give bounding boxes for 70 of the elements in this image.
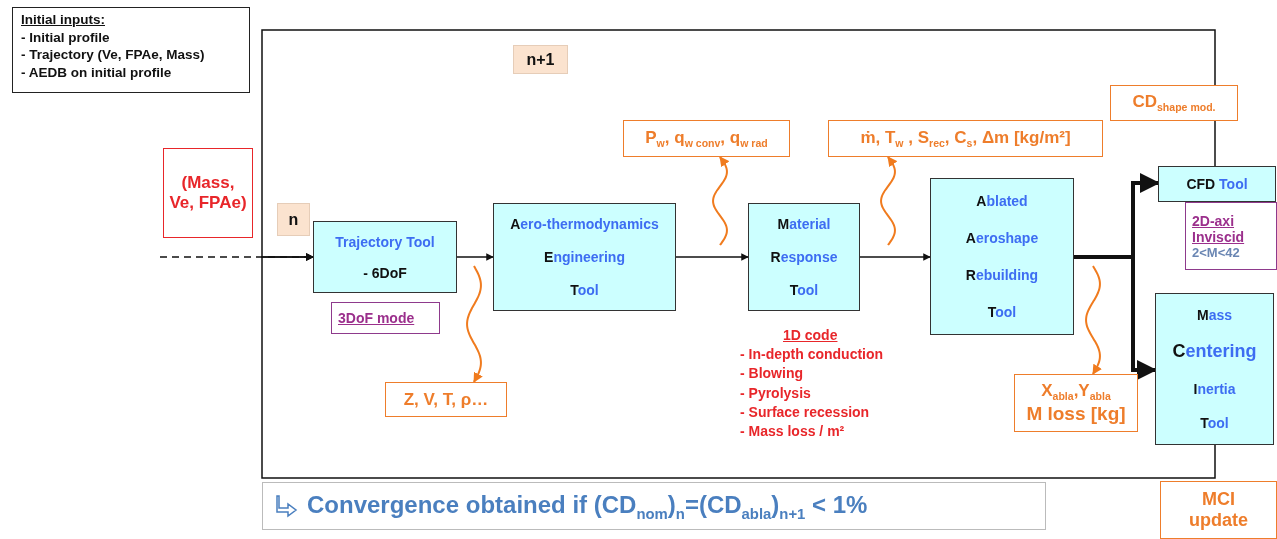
mode-box xyxy=(331,302,440,334)
node-label: Tool xyxy=(789,281,819,298)
output-box xyxy=(1014,374,1138,432)
node-label: MCI update xyxy=(1188,489,1249,531)
node-label: Tool xyxy=(987,303,1017,320)
wavy-arrow xyxy=(466,265,483,383)
iteration-tag xyxy=(277,203,310,236)
node-label: Rebuilding xyxy=(965,266,1039,283)
tool-box xyxy=(930,178,1074,335)
arrow xyxy=(261,253,1216,479)
node-label: P$_{w}$, q$_{w conv}$, q$_{w rad}$ xyxy=(645,127,768,150)
node-label: - Trajectory (Ve, FPAe, Mass) xyxy=(21,46,206,64)
node-label: 2<M<42 xyxy=(1192,244,1240,260)
note-item: - Mass loss / m² xyxy=(740,421,845,441)
node-label: Aeroshape xyxy=(965,230,1039,247)
note-item: - Blowing xyxy=(740,364,803,384)
iteration-tag xyxy=(513,45,568,74)
node-label: 3DoF mode xyxy=(338,310,415,326)
node-label: - 6DoF xyxy=(363,264,407,281)
node-label: Trajectory xyxy=(335,233,403,250)
node-label: Inertia xyxy=(1193,380,1236,397)
convergence-box xyxy=(262,482,1046,530)
node-label: Mass xyxy=(1197,307,1232,324)
node-label: Tool xyxy=(1219,176,1248,192)
input-box xyxy=(163,148,253,238)
node-label: n+1 xyxy=(526,50,555,69)
wavy-arrow xyxy=(712,156,730,246)
tool-box xyxy=(748,203,860,311)
arrow xyxy=(675,253,749,261)
initial-inputs-box xyxy=(12,7,250,93)
node-label: Z, V, T, ρ… xyxy=(403,389,489,410)
node-label: Convergence obtained if (CD$_{nom}$)$_{n}$=(CD$_{abla}$)$_{n+1}$ < 1% xyxy=(307,490,868,522)
output-box xyxy=(1110,85,1238,121)
output-box xyxy=(385,382,507,417)
node-label: n xyxy=(288,210,299,229)
mode-box xyxy=(1185,202,1277,270)
output-box xyxy=(828,120,1103,157)
node-label: Response xyxy=(770,249,838,265)
node-label: Material xyxy=(777,216,831,233)
wavy-arrow xyxy=(1085,265,1102,375)
tool-box xyxy=(1155,293,1274,445)
node-label: 2D-axi Inviscid xyxy=(1192,212,1246,245)
note-heading: 1D code xyxy=(783,326,838,345)
tool-box xyxy=(493,203,676,311)
arrow xyxy=(456,253,494,261)
node-label: CD$_{shape mod.}$ xyxy=(1132,92,1216,114)
node-label: (Mass, Ve, FPAe) xyxy=(168,173,248,213)
node-label: Ablated xyxy=(976,193,1028,210)
node-label: Tool xyxy=(406,233,435,250)
node-label: X$_{abla}$,Y$_{abla}$ xyxy=(1041,381,1111,403)
node-label: M loss [kg] xyxy=(1026,402,1126,425)
node-label: Centering xyxy=(1172,341,1257,363)
note-item: - Surface recession xyxy=(740,402,870,422)
node-label: Tool xyxy=(570,281,599,298)
node-label: ṁ, T$_{w}$ , S$_{rec}$, C$_{s}$, Δm [kg/m²] xyxy=(860,127,1071,150)
tool-box xyxy=(1158,166,1276,202)
node-label: - AEDB on initial profile xyxy=(21,63,173,82)
output-box xyxy=(1160,481,1277,539)
arrow xyxy=(859,253,931,261)
node-label: Aero-thermodynamics xyxy=(510,216,659,233)
tool-box xyxy=(313,221,457,293)
node-label: Tool xyxy=(1200,414,1229,431)
node-label: - Initial profile xyxy=(21,28,111,47)
node-label: Engineering xyxy=(544,249,625,265)
node-label: CFD xyxy=(1186,176,1216,192)
output-box xyxy=(623,120,790,157)
heading: Initial inputs: xyxy=(21,11,106,29)
wavy-arrow xyxy=(880,156,898,246)
note-item: - In-depth conduction xyxy=(740,345,884,365)
note-item: - Pyrolysis xyxy=(740,383,811,403)
